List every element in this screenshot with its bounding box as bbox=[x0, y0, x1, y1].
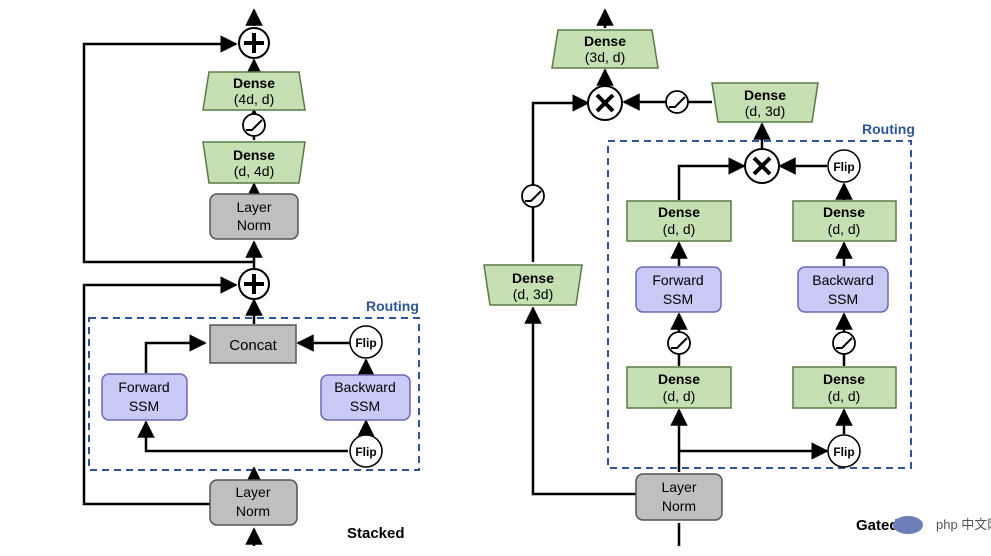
svg-text:Backward: Backward bbox=[334, 379, 395, 395]
right-dense-backward-top: Dense (d, d) bbox=[792, 200, 897, 242]
right-dense-gate: Dense (d, 3d) bbox=[711, 82, 819, 123]
watermark: php 中文网 bbox=[893, 516, 991, 534]
left-caption: Stacked bbox=[347, 525, 405, 542]
svg-text:Dense: Dense bbox=[744, 87, 786, 103]
right-routing-label: Routing bbox=[862, 121, 915, 137]
svg-text:Dense: Dense bbox=[658, 204, 700, 220]
svg-text:(3d, d): (3d, d) bbox=[585, 49, 625, 65]
svg-text:(d, d): (d, d) bbox=[828, 221, 861, 237]
svg-text:SSM: SSM bbox=[129, 398, 159, 414]
left-forward-ssm: Forward SSM bbox=[101, 373, 188, 421]
svg-text:Concat: Concat bbox=[229, 337, 277, 354]
left-dense-4d-d: Dense (4d, d) bbox=[202, 71, 306, 111]
svg-text:Flip: Flip bbox=[833, 445, 854, 459]
svg-text:(d, d): (d, d) bbox=[663, 388, 696, 404]
svg-text:SSM: SSM bbox=[350, 398, 380, 414]
right-dense-in: Dense (d, 3d) bbox=[483, 264, 583, 306]
left-backward-ssm: Backward SSM bbox=[320, 374, 411, 421]
svg-text:Norm: Norm bbox=[237, 217, 271, 233]
right-activation-left-icon bbox=[521, 184, 545, 208]
right-forward-ssm: Forward SSM bbox=[635, 266, 722, 313]
left-layer-norm-bottom: Layer Norm bbox=[209, 479, 298, 526]
left-flip-bottom: Flip bbox=[349, 434, 383, 468]
svg-text:Forward: Forward bbox=[118, 379, 169, 395]
svg-text:Dense: Dense bbox=[512, 270, 554, 286]
left-activation-icon bbox=[242, 113, 266, 137]
left-dense-d-4d: Dense (d, 4d) bbox=[202, 141, 306, 184]
svg-text:Dense: Dense bbox=[823, 371, 865, 387]
right-dense-forward-top: Dense (d, d) bbox=[626, 200, 732, 242]
svg-text:Flip: Flip bbox=[355, 336, 376, 350]
svg-text:Norm: Norm bbox=[236, 503, 270, 519]
svg-text:(d, 3d): (d, 3d) bbox=[745, 103, 785, 119]
right-diagram: Routing bbox=[483, 8, 915, 546]
svg-text:Layer: Layer bbox=[235, 484, 270, 500]
right-backward-ssm: Backward SSM bbox=[797, 266, 889, 313]
right-dense-backward-bottom: Dense (d, d) bbox=[792, 366, 897, 409]
svg-text:(d, d): (d, d) bbox=[828, 388, 861, 404]
svg-text:Backward: Backward bbox=[812, 272, 873, 288]
left-diagram: Routing bbox=[82, 8, 420, 546]
right-multiply-node-top bbox=[587, 85, 623, 121]
svg-text:Dense: Dense bbox=[658, 371, 700, 387]
svg-text:Forward: Forward bbox=[652, 272, 703, 288]
left-routing-box bbox=[88, 317, 420, 471]
right-activation-backward-icon bbox=[832, 331, 856, 355]
svg-text:(d, 4d): (d, 4d) bbox=[234, 163, 274, 179]
right-multiply-node-inner bbox=[744, 148, 780, 184]
svg-text:Dense: Dense bbox=[823, 204, 865, 220]
svg-text:Layer: Layer bbox=[661, 479, 696, 495]
svg-text:(4d, d): (4d, d) bbox=[234, 91, 274, 107]
right-flip-top: Flip bbox=[827, 149, 861, 183]
svg-text:Layer: Layer bbox=[236, 199, 271, 215]
left-add-node-bottom bbox=[238, 268, 270, 300]
right-flip-bottom: Flip bbox=[827, 434, 861, 468]
left-concat: Concat bbox=[209, 324, 297, 364]
right-layer-norm: Layer Norm bbox=[635, 473, 723, 521]
svg-text:Dense: Dense bbox=[584, 33, 626, 49]
right-caption: Gated bbox=[856, 517, 899, 534]
left-flip-top: Flip bbox=[349, 325, 383, 359]
right-routing-box bbox=[607, 140, 912, 469]
svg-text:(d, 3d): (d, 3d) bbox=[513, 286, 553, 302]
right-activation-gate-icon bbox=[665, 90, 689, 114]
svg-text:Flip: Flip bbox=[355, 445, 376, 459]
left-layer-norm-top: Layer Norm bbox=[209, 193, 299, 240]
svg-text:Flip: Flip bbox=[833, 160, 854, 174]
left-add-node-top bbox=[238, 27, 270, 59]
right-dense-forward-bottom: Dense (d, d) bbox=[626, 366, 732, 409]
right-dense-3d-d: Dense (3d, d) bbox=[551, 29, 659, 69]
left-routing-label: Routing bbox=[366, 298, 419, 314]
svg-text:SSM: SSM bbox=[828, 291, 858, 307]
svg-text:Dense: Dense bbox=[233, 75, 275, 91]
svg-text:Dense: Dense bbox=[233, 147, 275, 163]
svg-text:php 中文网: php 中文网 bbox=[936, 517, 991, 532]
right-activation-forward-icon bbox=[667, 331, 691, 355]
svg-text:Norm: Norm bbox=[662, 498, 696, 514]
svg-text:(d, d): (d, d) bbox=[663, 221, 696, 237]
svg-text:SSM: SSM bbox=[663, 291, 693, 307]
